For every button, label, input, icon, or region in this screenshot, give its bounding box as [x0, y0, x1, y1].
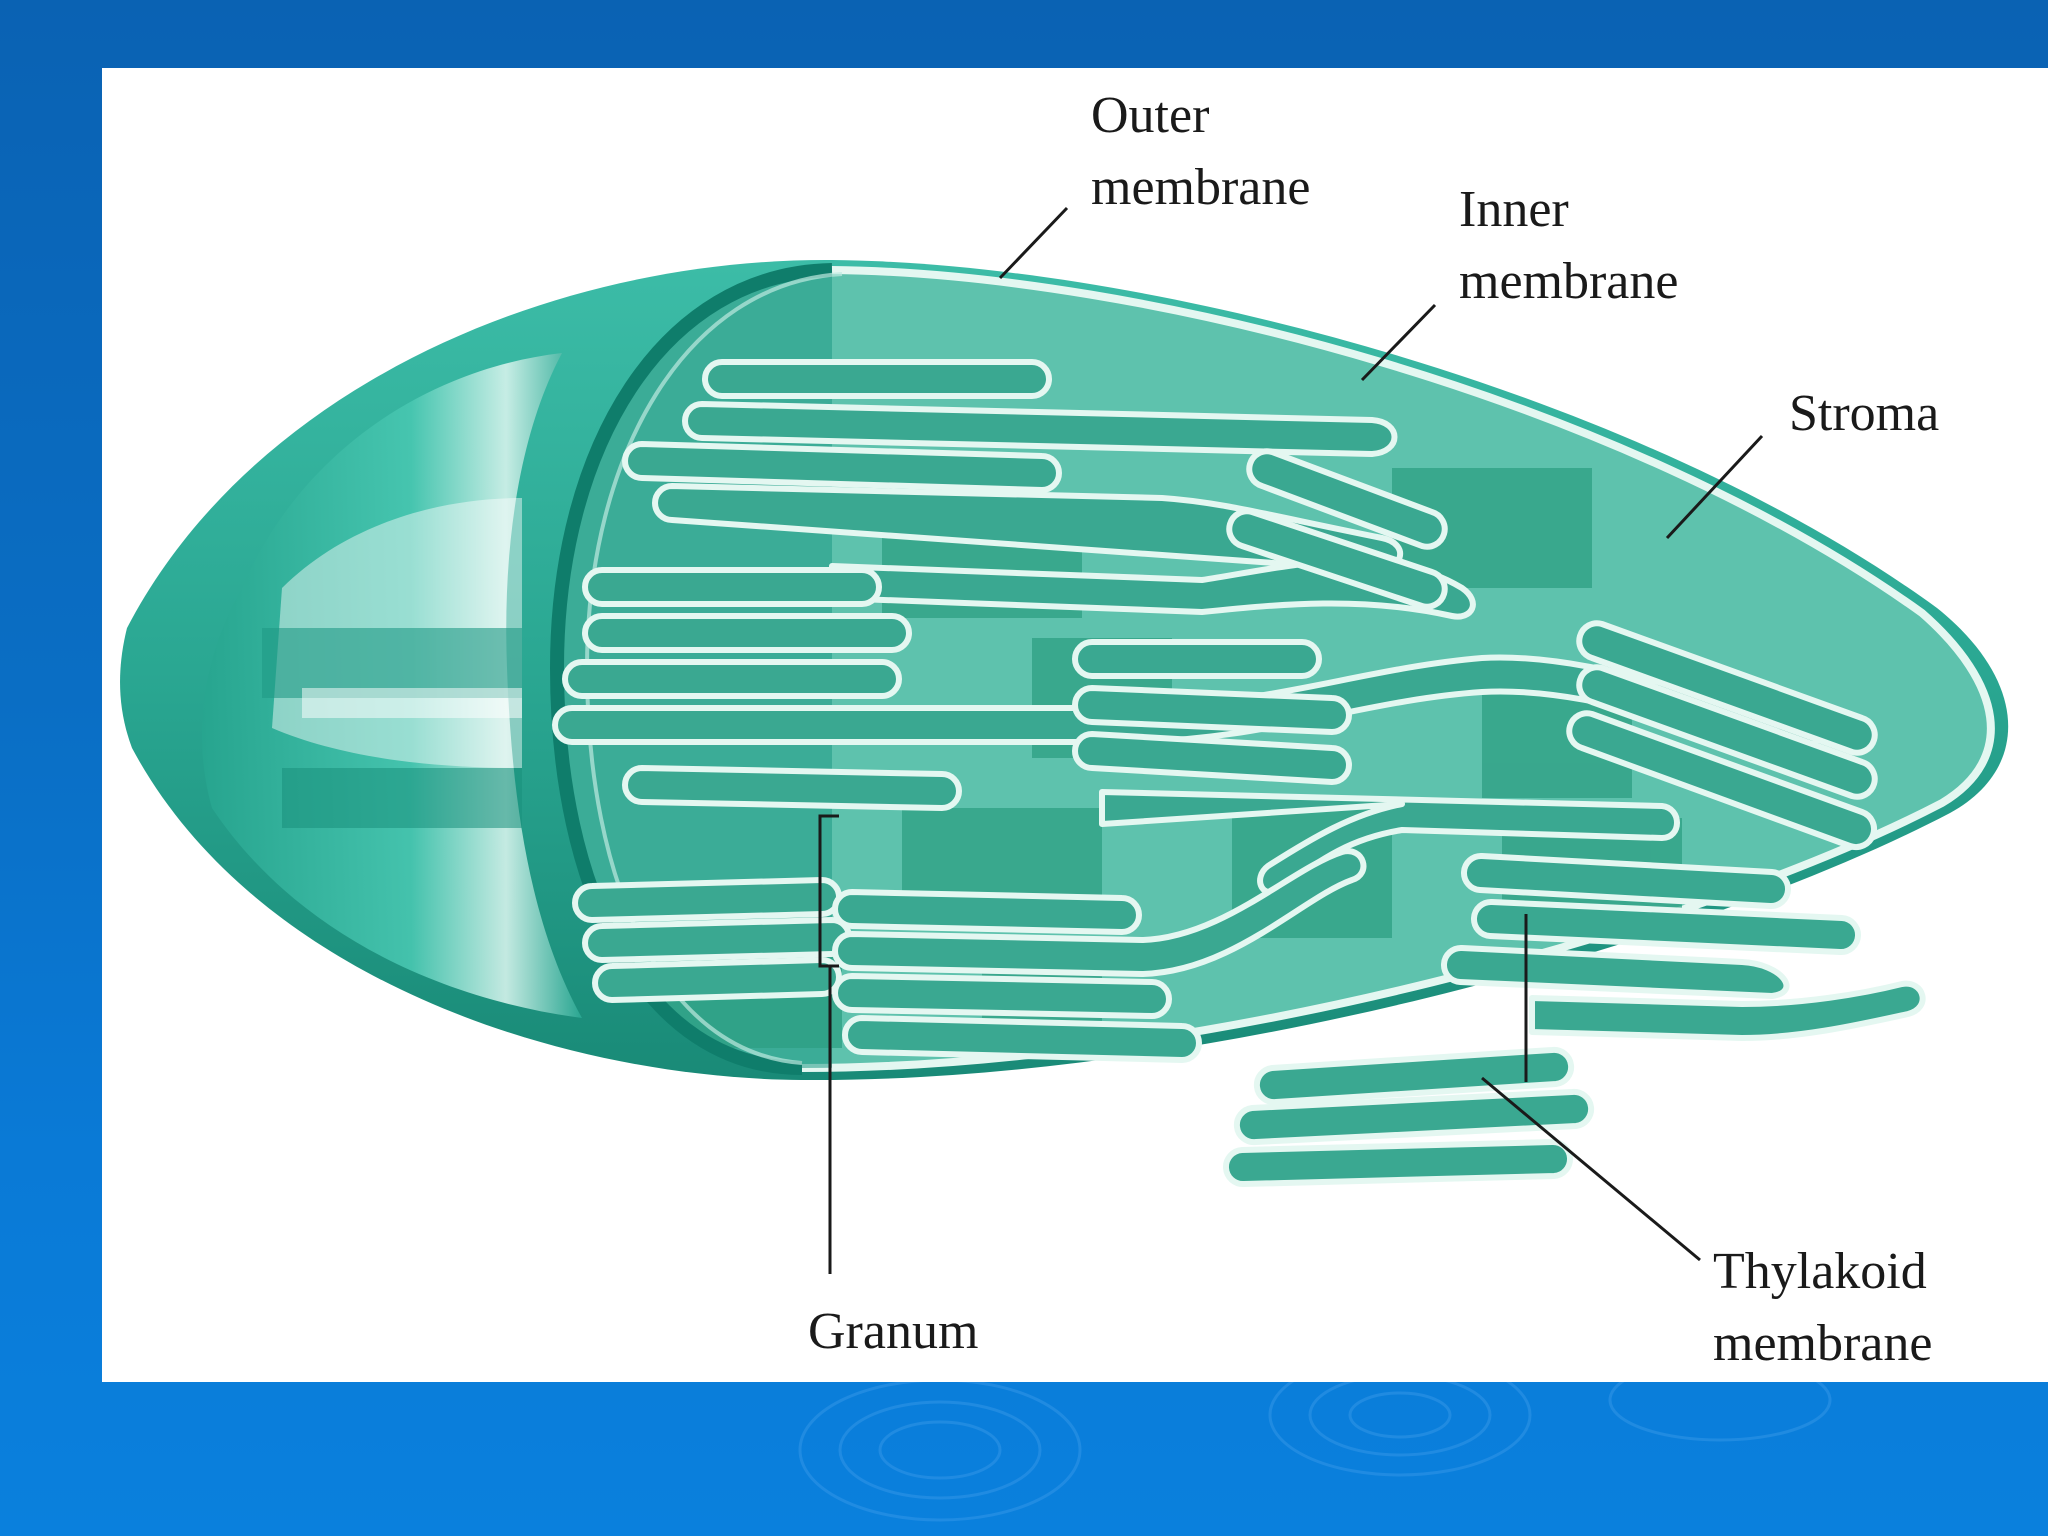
leader-lines: [818, 206, 1764, 1274]
label-thylakoid-membrane: Thylakoid membrane: [1713, 1236, 1932, 1380]
thylakoid-membrane-line-2: membrane: [1713, 1315, 1933, 1372]
thylakoid-membranes: [552, 359, 1926, 1188]
chloroplast-diagram: [120, 206, 2009, 1274]
inner-membrane-line-1: Inner: [1459, 181, 1569, 238]
label-granum: Granum: [808, 1303, 979, 1360]
inner-membrane-leader: [1360, 303, 1437, 382]
thylakoid-leader-diagonal: [1481, 1076, 1701, 1262]
outer-membrane-line-2: membrane: [1091, 159, 1311, 216]
label-outer-membrane: Outer membrane: [1091, 80, 1310, 224]
outer-membrane-line-1: Outer: [1091, 87, 1210, 144]
outer-membrane-leader: [998, 206, 1069, 280]
thylakoid-membrane-line-1: Thylakoid: [1713, 1243, 1927, 1300]
label-inner-membrane: Inner membrane: [1459, 174, 1678, 318]
label-stroma: Stroma: [1789, 385, 1940, 442]
diagram-panel: Outer membrane Inner membrane Stroma Gra…: [102, 68, 2048, 1382]
inner-membrane-line-2: membrane: [1459, 253, 1679, 310]
stroma-leader: [1665, 434, 1764, 540]
